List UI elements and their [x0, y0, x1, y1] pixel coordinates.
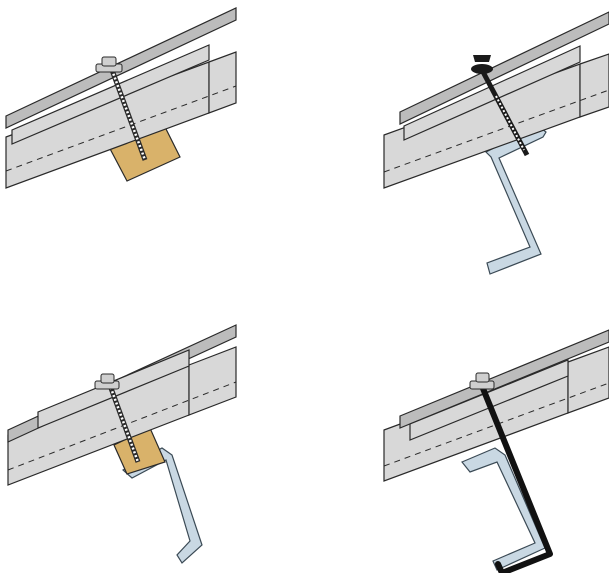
panel-cap-sheet — [399, 329, 609, 429]
bolt-shaft — [109, 69, 148, 161]
z-purlin — [121, 447, 203, 564]
self-drilling-screw-icon — [473, 55, 491, 62]
panel-dashed-line — [383, 89, 609, 173]
panel-dashed-line — [7, 381, 237, 471]
panel-side-flange — [567, 346, 609, 414]
detail-hook-bolt — [383, 329, 609, 573]
detail-bolt-through-timber — [5, 7, 237, 189]
hook-bolt-icon — [479, 383, 553, 573]
panel-side-flange — [208, 51, 237, 114]
detail-self-drilling-screw — [383, 11, 609, 275]
bolt-shaft-thread — [106, 379, 140, 463]
panel-side-flange — [579, 53, 609, 118]
bolt-head-icon — [101, 56, 117, 67]
panel-dashed-line — [383, 382, 609, 467]
z-purlin — [461, 447, 546, 571]
panel-dashed-line — [5, 85, 237, 172]
panel-cap-sheet — [399, 11, 609, 125]
detail-bolt-timber-zpurlin — [7, 324, 237, 564]
screw-washer — [471, 64, 493, 74]
panel-overlap-plate — [11, 44, 210, 145]
bolt-head-icon — [100, 373, 115, 384]
panel-side-flange — [188, 346, 237, 416]
hook-bolt-nut — [475, 372, 490, 383]
screw-shank — [479, 68, 530, 157]
